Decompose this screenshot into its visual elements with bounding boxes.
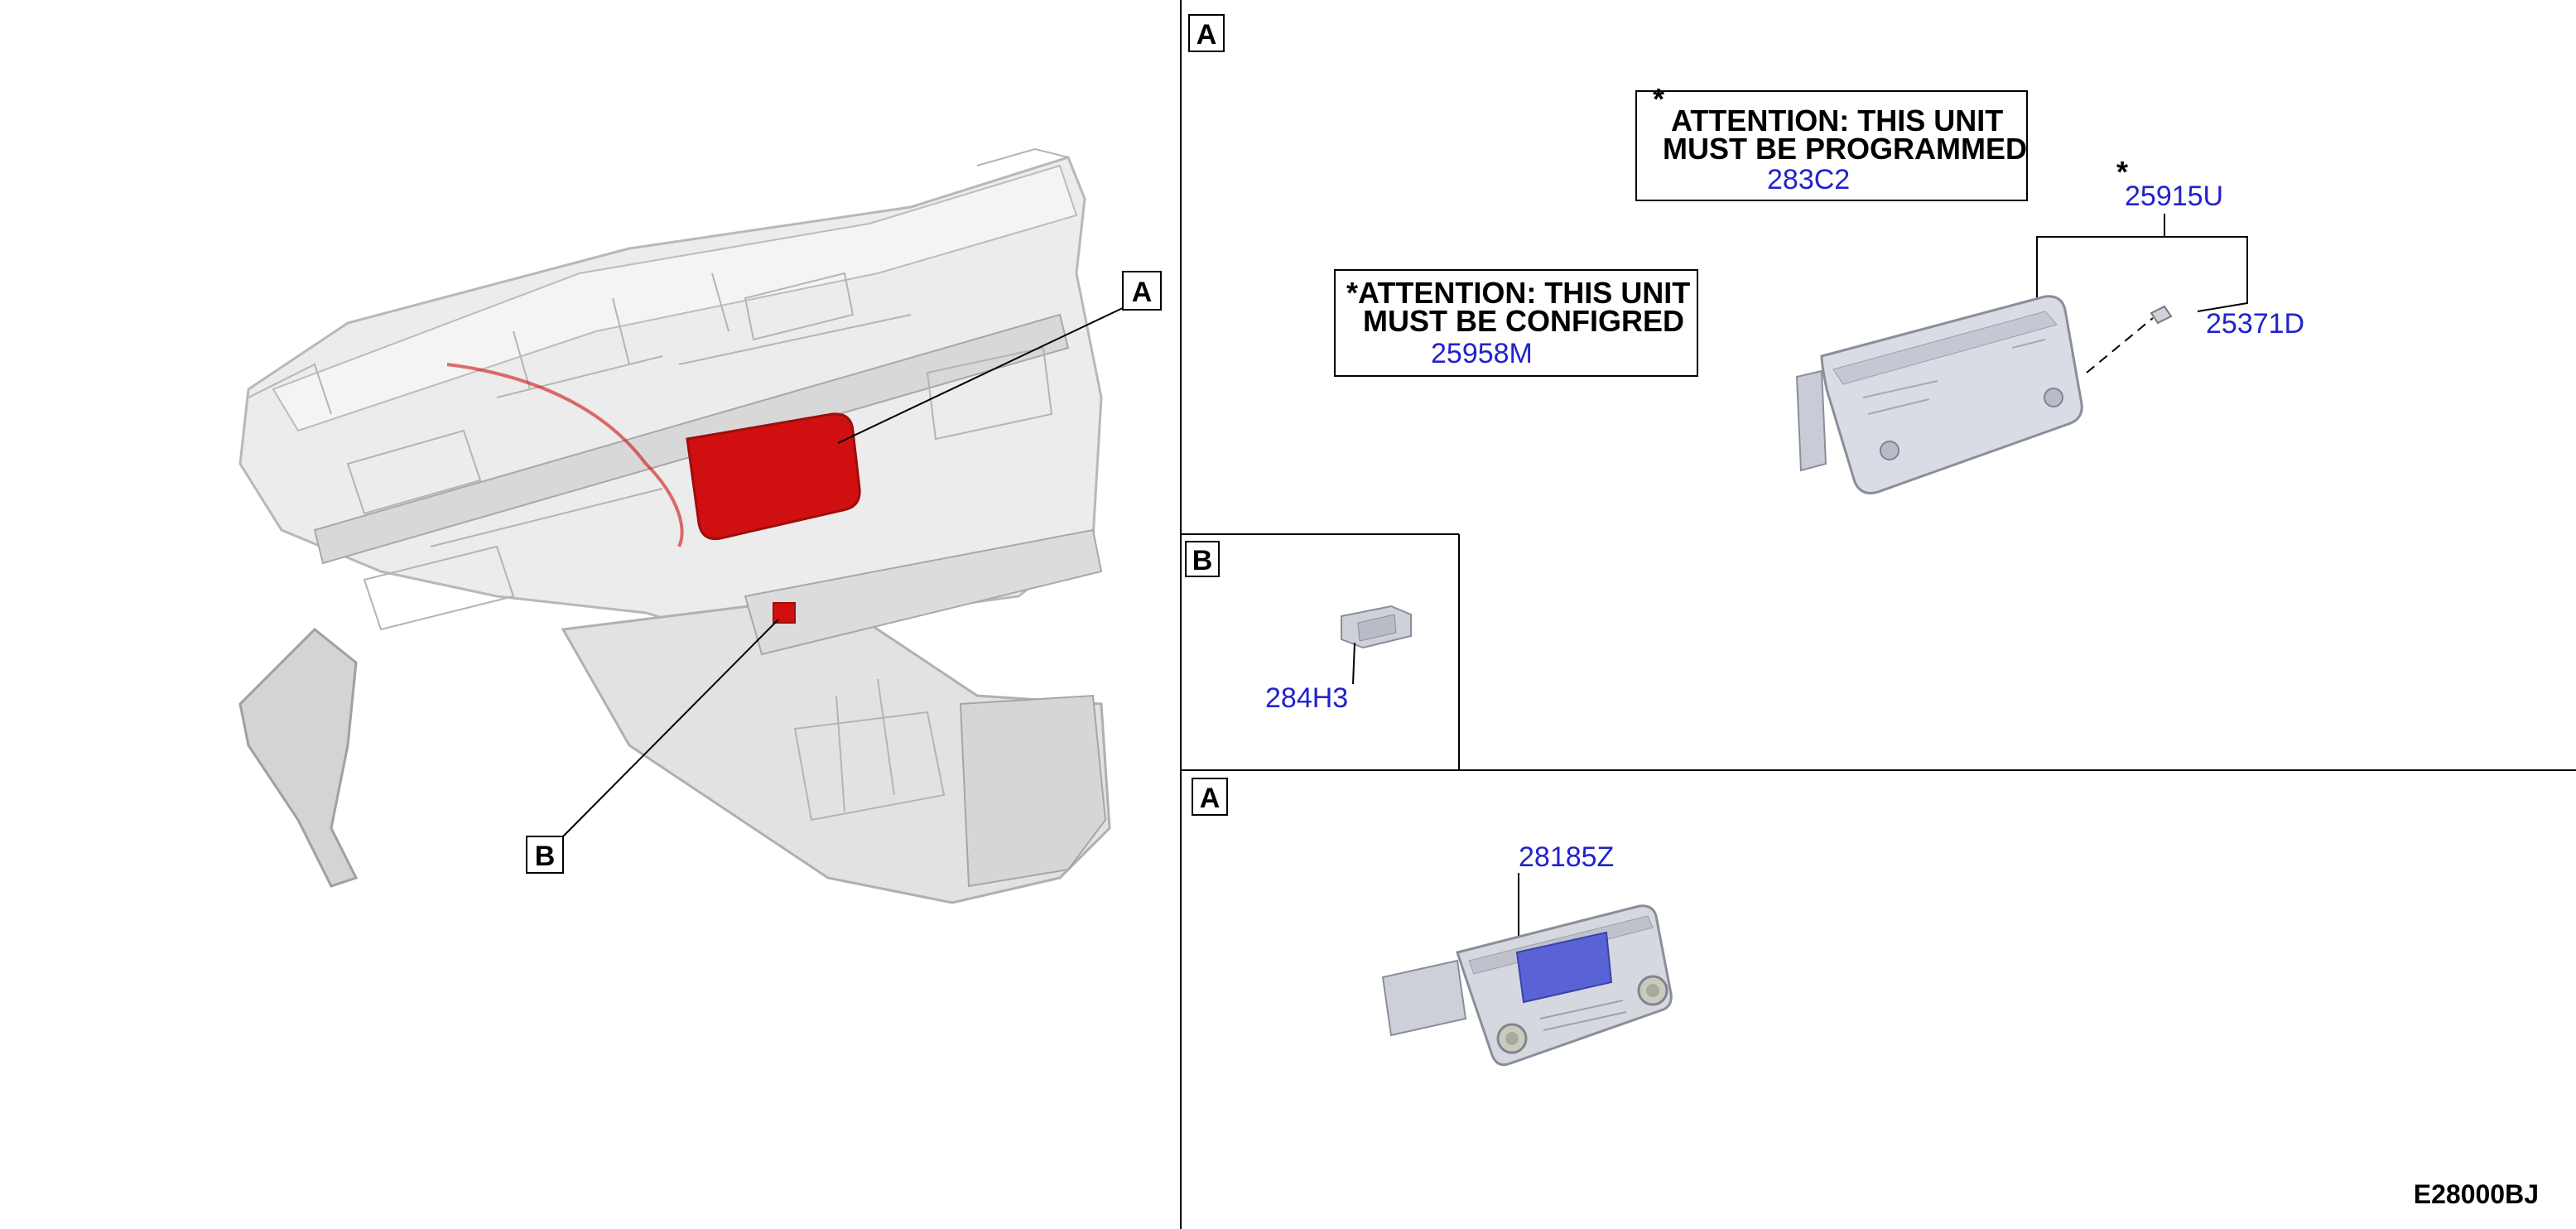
highlighted-connector-b bbox=[773, 602, 796, 624]
callout-a-label: A bbox=[1132, 277, 1153, 308]
part-link-25915u[interactable]: 25915U bbox=[2125, 181, 2223, 212]
part-link-28185z[interactable]: 28185Z bbox=[1519, 841, 1614, 873]
note-programmed-asterisk: * bbox=[1653, 82, 1664, 116]
callout-a-box bbox=[1122, 271, 1162, 311]
note-configured-line2: MUST BE CONFIGRED bbox=[1363, 304, 1684, 338]
callout-b-label: B bbox=[535, 841, 556, 872]
part-link-283c2[interactable]: 283C2 bbox=[1767, 164, 1850, 195]
note-configured-line1: *ATTENTION: THIS UNIT bbox=[1346, 276, 1690, 310]
highlighted-unit-a bbox=[686, 412, 861, 541]
panel-a-bottom-label: A bbox=[1200, 783, 1221, 814]
note-programmed-line2: MUST BE PROGRAMMED bbox=[1663, 132, 2027, 166]
audio-unit-illustration bbox=[1381, 904, 1673, 1067]
note-programmed-line1: ATTENTION: THIS UNIT bbox=[1671, 104, 2003, 137]
part-link-25958m[interactable]: 25958M bbox=[1431, 338, 1533, 369]
panel-a-bottom-label-box bbox=[1192, 778, 1228, 816]
drawing-code: E28000BJ bbox=[2414, 1179, 2539, 1209]
note-programmed-box bbox=[1635, 90, 2028, 201]
dashboard-overview-illustration bbox=[238, 147, 1127, 904]
part-link-284h3[interactable]: 284H3 bbox=[1265, 682, 1348, 714]
panel-a-top-label: A bbox=[1197, 19, 1217, 51]
navigation-unit-illustration bbox=[1795, 295, 2173, 494]
part-link-25371d[interactable]: 25371D bbox=[2206, 308, 2304, 340]
unit-asterisk: * bbox=[2116, 155, 2128, 189]
note-configured-box bbox=[1334, 269, 1698, 377]
callout-b-box bbox=[526, 836, 564, 874]
panel-b-label: B bbox=[1192, 545, 1213, 576]
panel-b-label-box bbox=[1185, 541, 1220, 577]
panel-a-top-label-box bbox=[1188, 14, 1225, 52]
connector-illustration bbox=[1341, 605, 1412, 649]
